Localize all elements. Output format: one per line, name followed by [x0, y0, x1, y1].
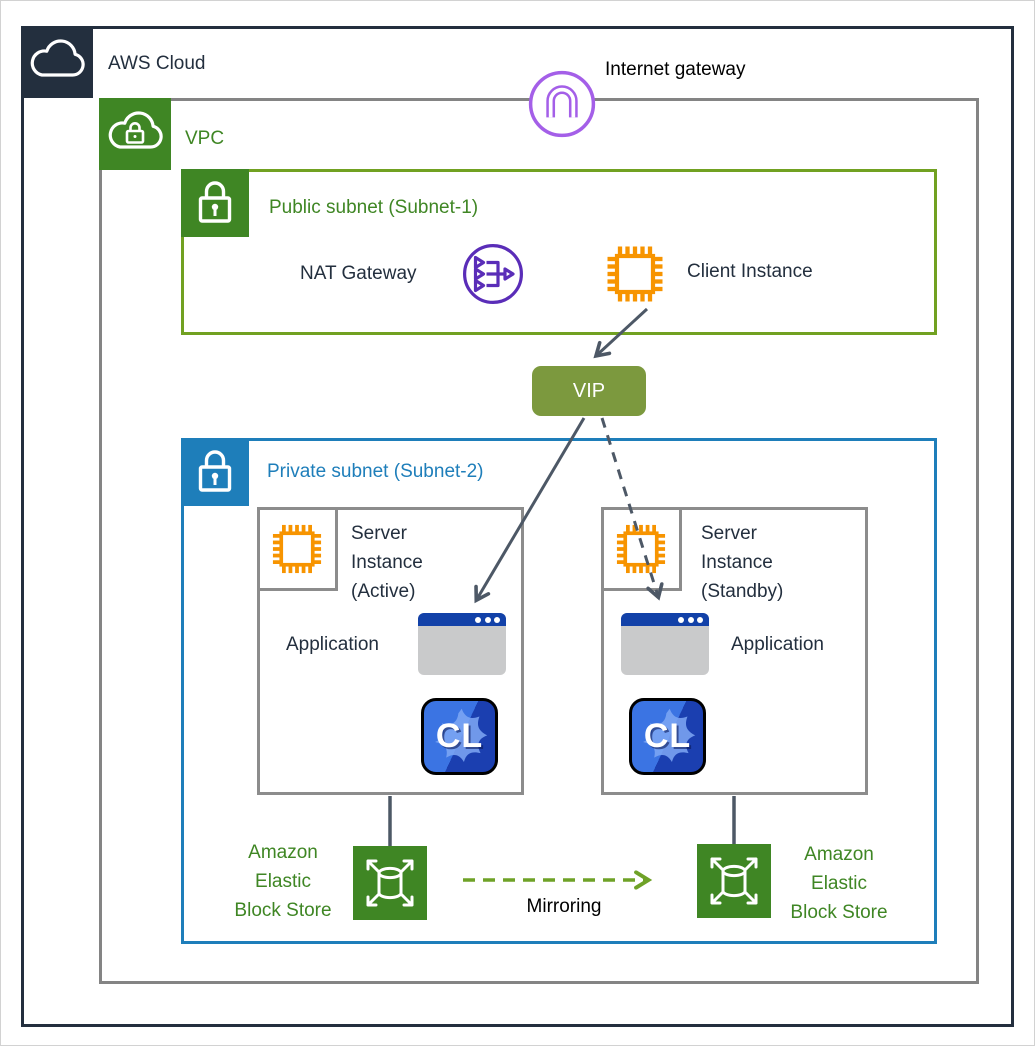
server-active-label: Server Instance (Active) — [351, 523, 423, 602]
public-subnet-lock-icon — [181, 169, 249, 237]
window-dots-icon — [678, 616, 703, 623]
server-active-instance-icon — [269, 521, 325, 577]
aws-cloud-icon — [21, 26, 93, 98]
ebs-icon-right — [697, 844, 771, 918]
public-subnet-box — [181, 169, 937, 335]
mirroring-label: Mirroring — [526, 896, 602, 917]
window-titlebar — [621, 613, 709, 626]
nat-gateway-label: NAT Gateway — [300, 263, 417, 284]
application-label-standby: Application — [731, 634, 824, 655]
server-standby-label: Server Instance (Standby) — [701, 523, 784, 602]
vip-node: VIP — [532, 366, 646, 416]
aws-cloud-box — [21, 26, 1014, 1027]
aws-cloud-label: AWS Cloud — [108, 53, 206, 74]
cluster-software-icon-standby: CL — [629, 698, 706, 775]
vpc-label: VPC — [185, 128, 225, 149]
client-instance-icon — [603, 242, 667, 306]
nat-gateway-icon — [461, 242, 525, 306]
public-subnet-label: Public subnet (Subnet-1) — [269, 197, 479, 218]
cluster-software-icon-active: CL — [421, 698, 498, 775]
window-dots-icon — [475, 616, 500, 623]
server-standby-instance-icon — [613, 521, 669, 577]
application-window-icon-standby — [621, 613, 709, 675]
internet-gateway-icon — [527, 69, 597, 139]
vpc-icon — [99, 98, 171, 170]
internet-gateway-label: Internet gateway — [605, 59, 746, 80]
ebs-right-label: Amazon Elastic Block Store — [790, 844, 888, 923]
ebs-icon-left — [353, 846, 427, 920]
vip-label: VIP — [572, 379, 606, 402]
private-subnet-label: Private subnet (Subnet-2) — [267, 461, 484, 482]
application-label-active: Application — [286, 634, 379, 655]
client-instance-label: Client Instance — [687, 261, 813, 282]
application-window-icon-active — [418, 613, 506, 675]
private-subnet-lock-icon — [181, 438, 249, 506]
ebs-left-label: Amazon Elastic Block Store — [234, 842, 332, 921]
window-titlebar — [418, 613, 506, 626]
